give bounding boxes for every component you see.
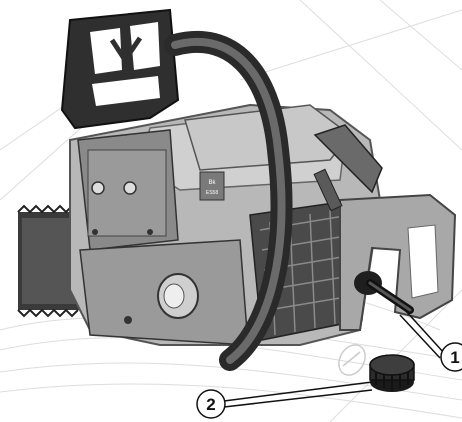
decompression-lever — [313, 124, 383, 212]
nameplate: Bk ES58 — [199, 171, 225, 201]
callout-1: 1 — [399, 309, 462, 372]
sprocket-cover — [77, 129, 179, 251]
choke-lever — [354, 271, 414, 314]
bar-nut-2 — [123, 181, 137, 195]
callout-1-leader — [404, 309, 445, 354]
nameplate-line1: Bk — [208, 180, 216, 186]
bar-nut-1 — [91, 181, 105, 195]
rear-handle — [339, 193, 457, 331]
callout-2: 2 — [196, 381, 373, 419]
lower-housing — [79, 239, 249, 346]
callout-2-circle — [196, 389, 226, 419]
nameplate-line2: ES58 — [206, 190, 218, 196]
fuel-cap-outline — [338, 344, 366, 376]
callout-2-leader — [223, 381, 373, 402]
callout-1-circle — [440, 342, 462, 372]
front-handle — [164, 30, 293, 371]
callout-1-number: 1 — [450, 348, 459, 367]
chain-brake-hand-guard — [60, 8, 180, 130]
primer-cap — [369, 354, 415, 392]
callout-2-number: 2 — [206, 395, 215, 414]
